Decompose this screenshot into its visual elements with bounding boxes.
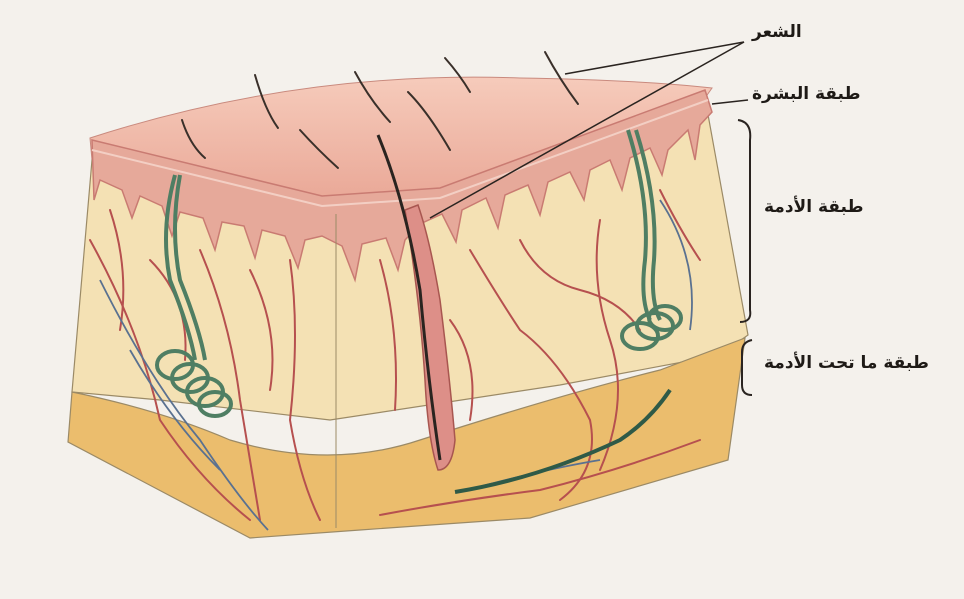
hair-label: الشعر [752,22,802,42]
epidermis-label: طبقة البشرة [752,84,860,104]
hypodermis-label: طبقة ما تحت الأدمة [764,353,929,373]
dermis-label: طبقة الأدمة [764,197,863,217]
